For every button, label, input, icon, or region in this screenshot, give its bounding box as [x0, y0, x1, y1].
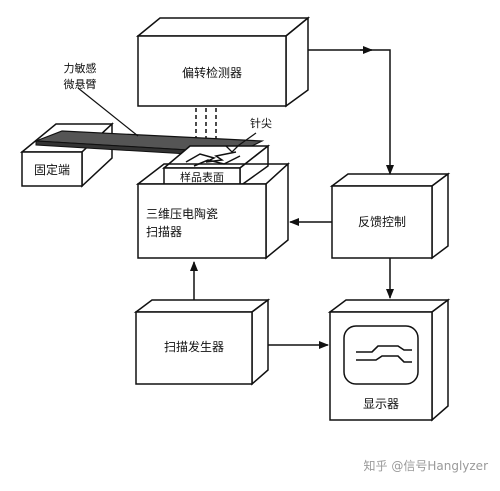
feedback-control-box: 反馈控制 — [329, 172, 451, 260]
display-label: 显示器 — [363, 397, 399, 411]
cantilever-label-line1: 力敏感 — [64, 61, 97, 75]
arrow-detector-to-feedback — [308, 49, 394, 175]
scan-generator-label: 扫描发生器 — [164, 339, 224, 354]
fixed-end-label: 固定端 — [34, 162, 70, 177]
connections — [190, 46, 394, 349]
cantilever-pointer — [77, 87, 139, 137]
sample-surface: 样品表面 — [161, 144, 271, 188]
display-box: 显示器 — [327, 298, 451, 422]
deflection-detector-label: 偏转检测器 — [182, 65, 242, 80]
scanner-label-line2: 扫描器 — [146, 225, 182, 239]
display-screen — [343, 325, 419, 385]
laser-beams — [195, 108, 217, 142]
sample-surface-label: 样品表面 — [180, 170, 224, 184]
feedback-control-label: 反馈控制 — [358, 215, 406, 229]
scan-generator-box: 扫描发生器 — [133, 298, 271, 386]
tip-label: 针尖 — [250, 116, 272, 130]
deflection-detector-box: 偏转检测器 — [135, 16, 311, 108]
piezo-scanner-box: 三维压电陶瓷 扫描器 — [135, 162, 290, 260]
watermark-text: 知乎 @信号Hanglyzer — [364, 459, 489, 473]
cantilever-label-line2: 微悬臂 — [64, 77, 97, 91]
scanner-label-line1: 三维压电陶瓷 — [146, 206, 218, 221]
